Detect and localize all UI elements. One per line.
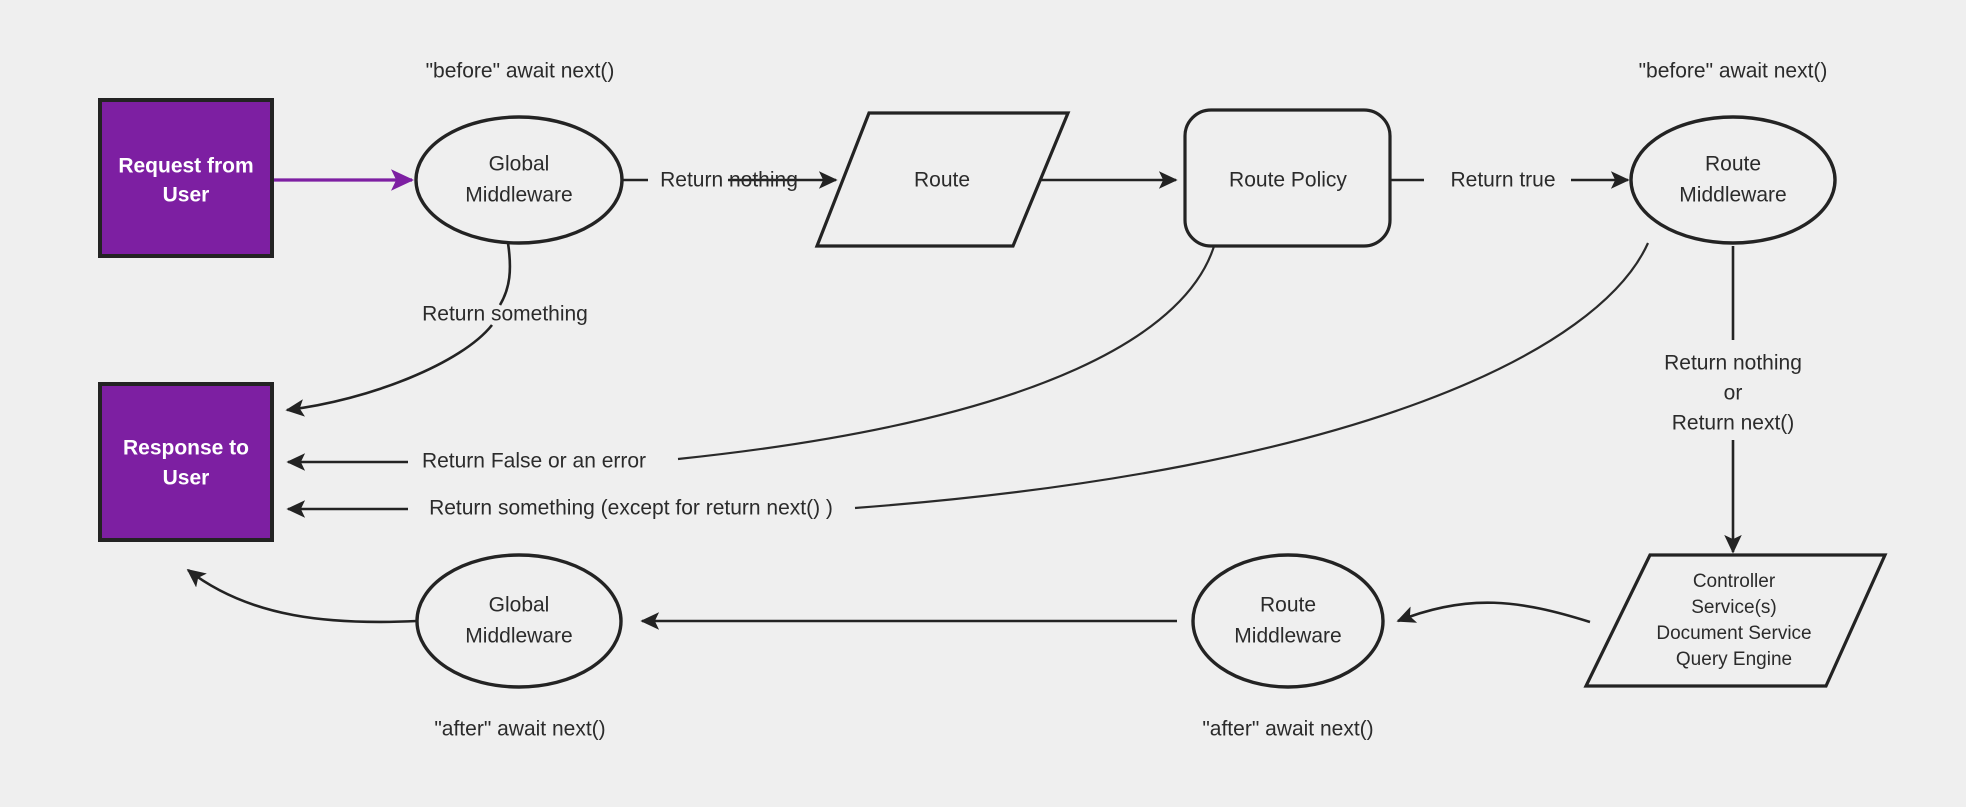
edge-label-return-nothing-or-1: Return nothing [1664,352,1802,375]
node-global-middleware-bottom[interactable]: Global Middleware [415,553,623,689]
ellipse-shape [1191,553,1385,689]
node-route-middleware-bottom[interactable]: Route Middleware [1191,553,1385,689]
edge-global-middleware-to-route: Return nothing [622,169,838,192]
edge-controller-to-route-middleware-bottom [1396,601,1591,624]
edge-global-middleware-return-something: Return something [285,242,588,417]
edge-label-return-something-except: Return something (except for return next… [429,497,833,520]
controller-line1: Controller [1693,571,1776,592]
parallelogram-shape [814,111,1071,248]
edge-curve [1396,601,1591,624]
edge-curve-upper [498,242,512,306]
annotation-before-await-next-left: "before" await next() [426,60,615,83]
edge-curve-right [854,242,1650,510]
edge-curve-right [677,242,1217,461]
node-route-middleware-top[interactable]: Route Middleware [1629,115,1837,245]
annotation-after-await-next-right: "after" await next() [1202,718,1373,741]
terminal-box-rect [98,98,274,258]
edge-curve [186,568,418,624]
edge-global-middleware-bottom-to-response [186,568,418,624]
route-middleware-top-line1: Route [1705,153,1761,176]
request-label-line2: User [163,184,210,207]
edge-label-return-nothing-or-2: or [1724,382,1743,405]
route-middleware-bottom-line2: Middleware [1234,625,1341,648]
terminal-box-rect [98,382,274,542]
route-middleware-bottom-line1: Route [1260,594,1316,617]
edge-curve-lower [285,324,494,417]
edge-route-middleware-to-controller: Return nothing or Return next() [1664,246,1802,554]
node-controller-services[interactable]: Controller Service(s) Document Service Q… [1583,553,1888,688]
node-response-to-user[interactable]: Response to User [98,382,274,542]
edge-route-policy-return-false: Return False or an error [286,242,1217,473]
edge-label-return-true: Return true [1450,169,1555,192]
edge-label-return-false-or-error: Return False or an error [422,450,646,473]
edge-route-middleware-return-something-except: Return something (except for return next… [286,242,1650,520]
controller-line2: Service(s) [1691,597,1777,618]
global-middleware-bottom-line1: Global [489,594,550,617]
annotation-after-await-next-left: "after" await next() [434,718,605,741]
edge-label-return-nothing: Return nothing [660,169,798,192]
rounded-rect-shape [1183,108,1392,248]
response-label-line1: Response to [123,437,249,460]
node-global-middleware-top[interactable]: Global Middleware [414,115,624,245]
route-middleware-top-line2: Middleware [1679,184,1786,207]
ellipse-shape [414,115,624,245]
edge-label-return-nothing-or-3: Return next() [1672,412,1795,435]
route-policy-label: Route Policy [1229,169,1347,192]
global-middleware-bottom-line2: Middleware [465,625,572,648]
ellipse-shape [415,553,623,689]
controller-line3: Document Service [1656,623,1811,644]
annotation-before-await-next-right: "before" await next() [1639,60,1828,83]
parallelogram-shape [1583,553,1888,688]
request-label-line1: Request from [118,155,253,178]
response-label-line2: User [163,467,210,490]
global-middleware-top-line1: Global [489,153,550,176]
edge-label-return-something: Return something [422,303,588,326]
node-request-from-user[interactable]: Request from User [98,98,274,258]
ellipse-shape [1629,115,1837,245]
route-label: Route [914,169,970,192]
global-middleware-top-line2: Middleware [465,184,572,207]
node-route-policy[interactable]: Route Policy [1183,108,1392,248]
controller-line4: Query Engine [1676,649,1792,670]
node-route[interactable]: Route [814,111,1071,248]
edge-route-policy-to-route-middleware: Return true [1390,169,1630,192]
